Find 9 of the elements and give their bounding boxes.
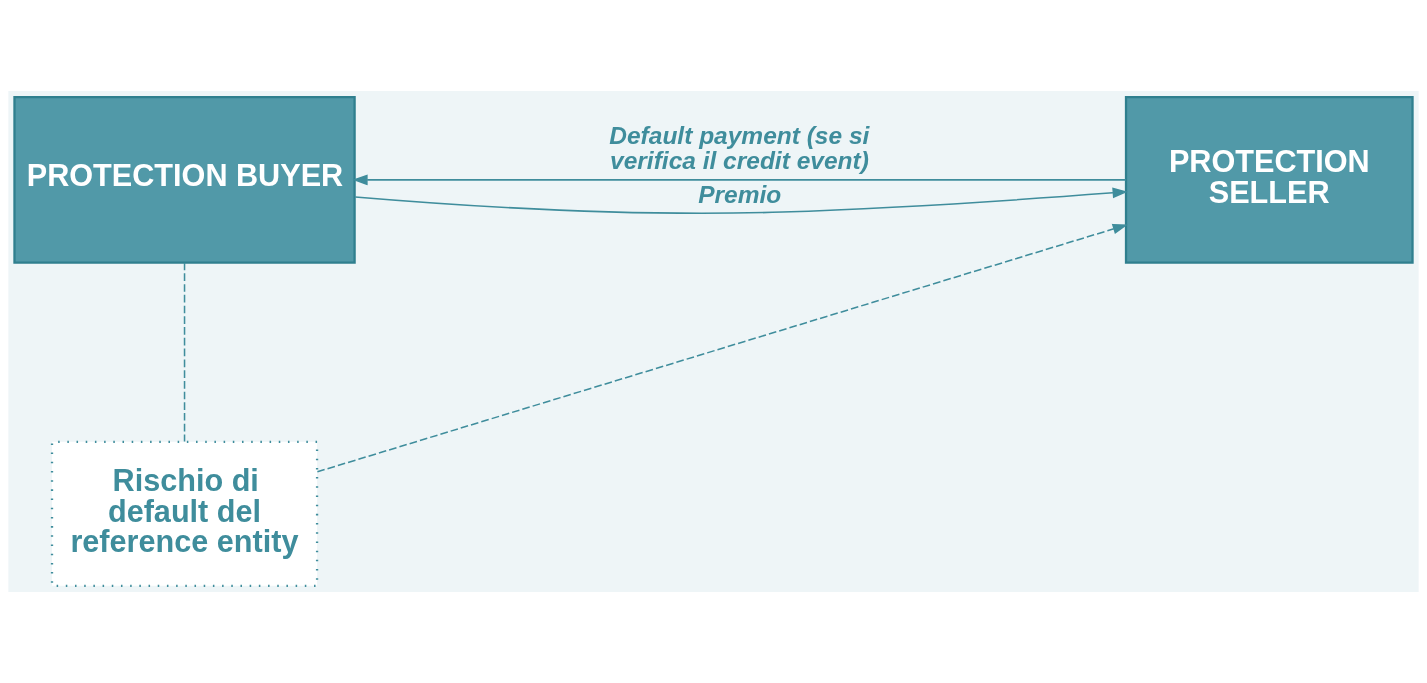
connector <box>183 262 186 443</box>
arrow <box>352 174 1127 186</box>
arrow <box>354 187 1128 215</box>
node-box: PROTECTION SELLER <box>1124 95 1414 264</box>
node-box: PROTECTION BUYER <box>13 95 356 264</box>
node-box: Rischio di default del reference entity <box>50 440 319 587</box>
edge-label: Default payment (se si verifica il credit event) <box>609 122 870 174</box>
arrow <box>316 223 1128 473</box>
edge-label: Premio <box>698 180 782 208</box>
